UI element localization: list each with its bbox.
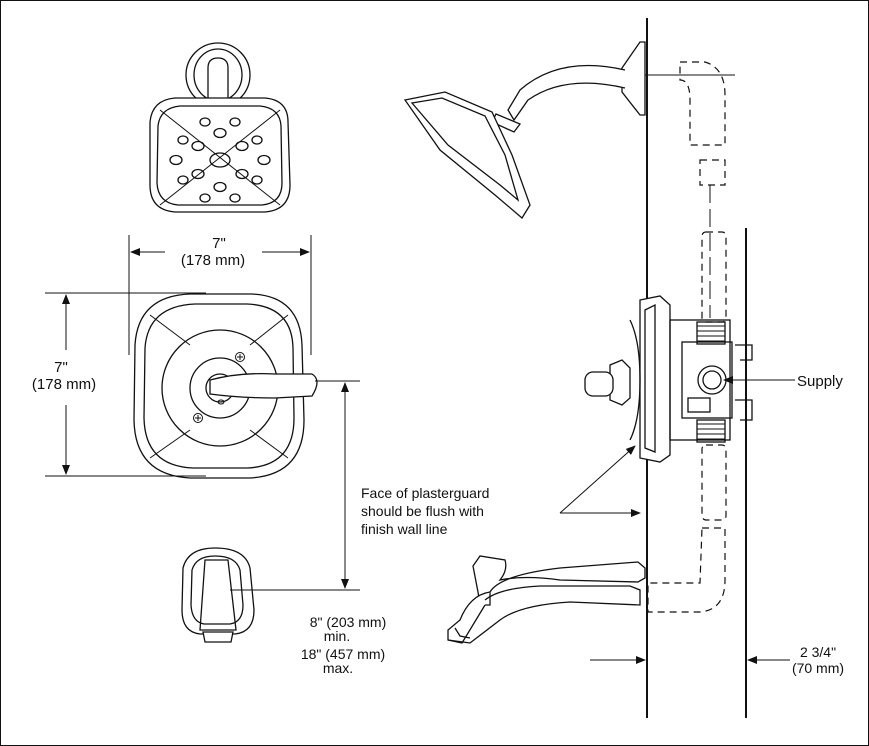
width-inches-label: 7" [212,235,226,252]
wall-depth-inches: 2 3/4" [800,644,836,660]
spout-max-distance: 18" (457 mm) [301,646,385,662]
showerhead-side-view [403,41,735,219]
valve-side-view [584,295,753,463]
plasterguard-line-2: should be flush with [361,503,484,519]
width-mm-label: (178 mm) [181,252,245,269]
width-dimension: 7" (178 mm) [128,235,312,355]
height-dimension: 7" (178 mm) [32,292,206,477]
height-inches-label: 7" [54,359,68,376]
tub-spout-side-view [447,555,646,644]
supply-callout: Supply [723,373,843,390]
wall-depth-mm: (70 mm) [792,660,844,676]
spout-distance-dimension: 8" (203 mm) min. 18" (457 mm) max. [230,380,387,676]
plasterguard-line-3: finish wall line [361,521,448,537]
plasterguard-line-1: Face of plasterguard [361,485,489,501]
spout-max-label: max. [323,660,353,676]
supply-label: Supply [797,373,843,390]
pipe-outline-upper [679,61,726,318]
spout-min-distance: 8" (203 mm) [310,614,387,630]
wall-depth-dimension: 2 3/4" (70 mm) [590,644,844,676]
pipe-outline-valve [647,231,727,613]
plasterguard-callout: Face of plasterguard should be flush wit… [361,445,641,537]
spout-min-label: min. [324,628,350,644]
height-mm-label: (178 mm) [32,376,96,393]
valve-trim-front-view [133,293,318,479]
showerhead-front-view [149,42,291,213]
tub-spout-front-view [181,547,255,643]
